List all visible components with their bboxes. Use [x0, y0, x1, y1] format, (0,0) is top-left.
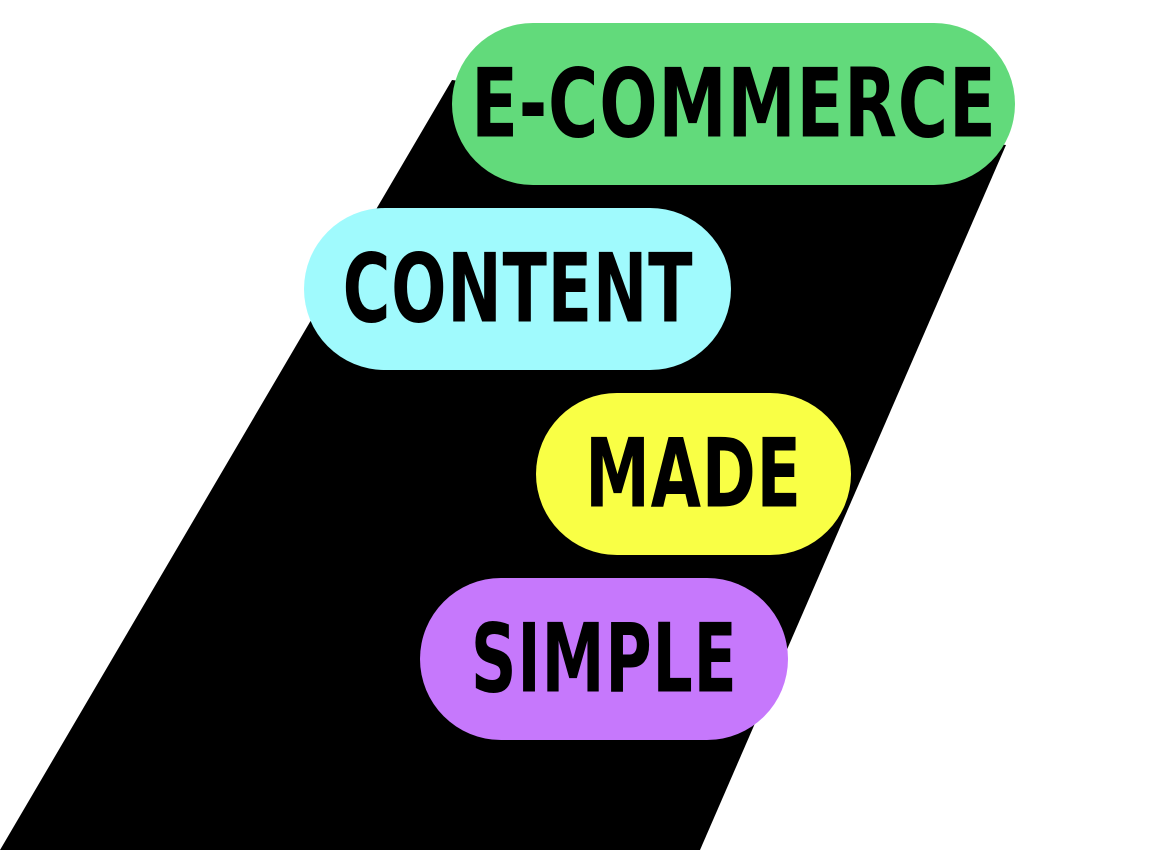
pill-simple-label: SIMPLE: [470, 602, 738, 715]
pill-made: MADE: [536, 393, 851, 555]
pill-content: CONTENT: [304, 208, 731, 370]
pill-simple: SIMPLE: [420, 578, 788, 740]
pill-ecommerce: E-COMMERCE: [452, 23, 1015, 185]
pill-content-label: CONTENT: [342, 232, 693, 345]
pill-made-label: MADE: [585, 417, 802, 530]
pill-ecommerce-label: E-COMMERCE: [470, 47, 997, 160]
